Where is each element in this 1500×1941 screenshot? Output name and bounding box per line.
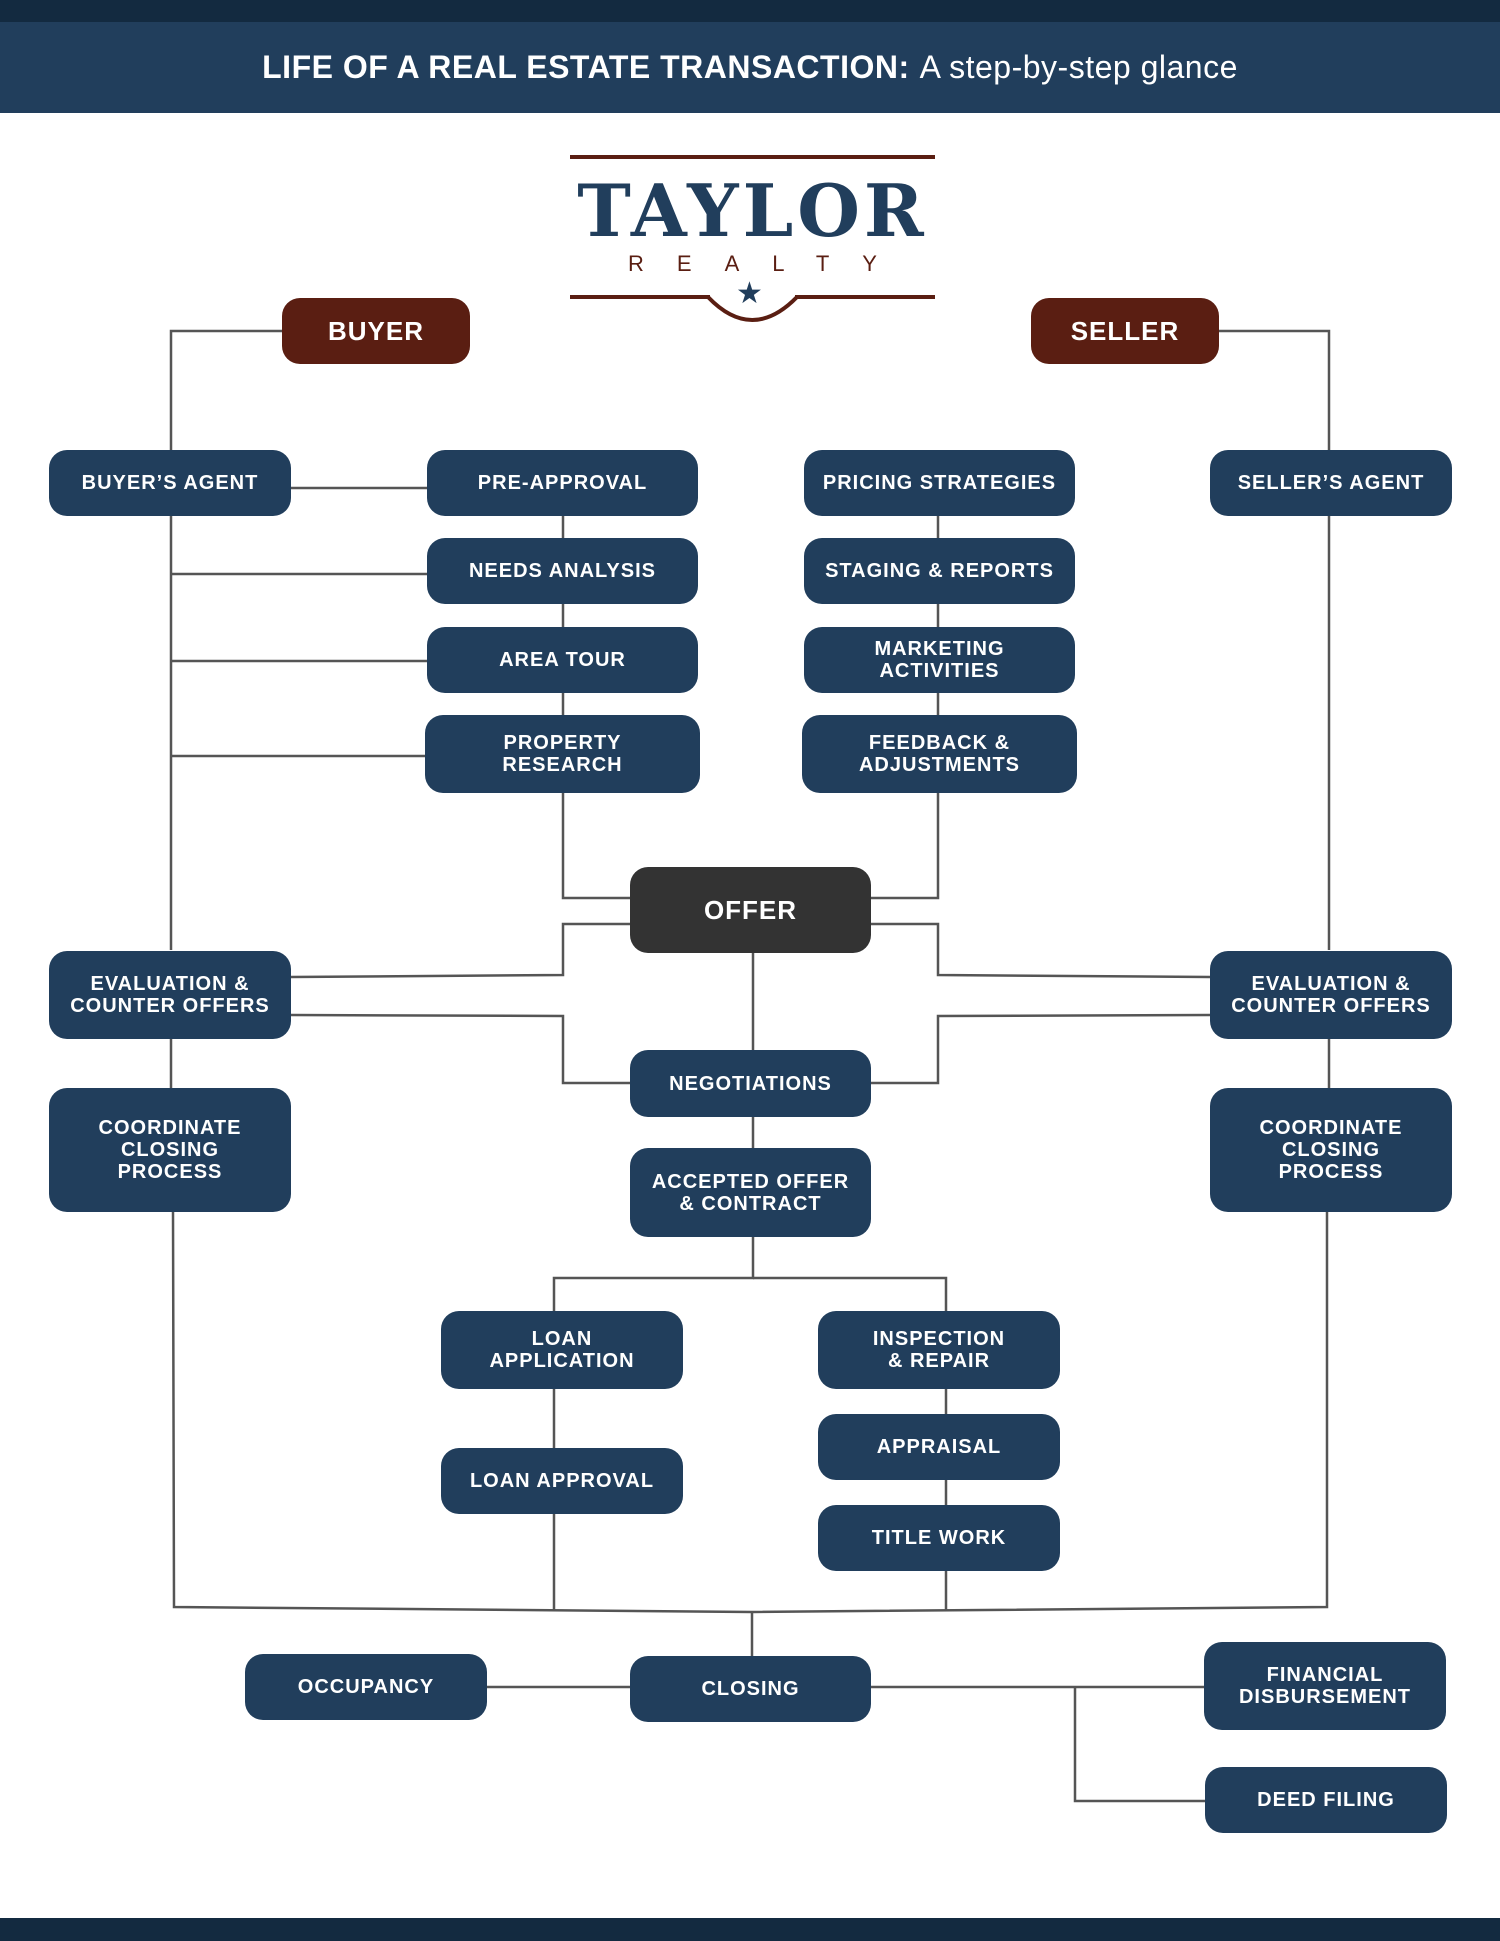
logo-bottom-rule-right xyxy=(795,295,935,299)
logo-top-rule xyxy=(570,155,935,159)
seller-node: SELLER xyxy=(1031,298,1219,364)
deed-filing-node: DEED FILING xyxy=(1205,1767,1447,1833)
marketing-activities-node: MARKETING ACTIVITIES xyxy=(804,627,1075,693)
buyer-evaluation-node: EVALUATION & COUNTER OFFERS xyxy=(49,951,291,1039)
logo-name: TAYLOR xyxy=(577,168,928,253)
taylor-realty-logo: TAYLOR REALTY ★ xyxy=(570,155,935,325)
logo-bottom-rule-left xyxy=(570,295,710,299)
negotiations-node: NEGOTIATIONS xyxy=(630,1050,871,1117)
loan-application-node: LOAN APPLICATION xyxy=(441,1311,683,1389)
page-header: LIFE OF A REAL ESTATE TRANSACTION: A ste… xyxy=(0,22,1500,113)
header-title-light: A step-by-step glance xyxy=(919,49,1238,85)
seller-coordinate-closing-node: COORDINATE CLOSING PROCESS xyxy=(1210,1088,1452,1212)
accepted-offer-node: ACCEPTED OFFER & CONTRACT xyxy=(630,1148,871,1237)
area-tour-node: AREA TOUR xyxy=(427,627,698,693)
seller-evaluation-node: EVALUATION & COUNTER OFFERS xyxy=(1210,951,1452,1039)
staging-reports-node: STAGING & REPORTS xyxy=(804,538,1075,604)
header-title-bold: LIFE OF A REAL ESTATE TRANSACTION: xyxy=(262,49,910,85)
appraisal-node: APPRAISAL xyxy=(818,1414,1060,1480)
property-research-node: PROPERTY RESEARCH xyxy=(425,715,700,793)
bottom-border xyxy=(0,1918,1500,1941)
star-icon: ★ xyxy=(736,277,763,310)
pricing-strategies-node: PRICING STRATEGIES xyxy=(804,450,1075,516)
offer-node: OFFER xyxy=(630,867,871,953)
buyer-node: BUYER xyxy=(282,298,470,364)
pre-approval-node: PRE-APPROVAL xyxy=(427,450,698,516)
title-work-node: TITLE WORK xyxy=(818,1505,1060,1571)
buyers-agent-node: BUYER’S AGENT xyxy=(49,450,291,516)
needs-analysis-node: NEEDS ANALYSIS xyxy=(427,538,698,604)
buyer-coordinate-closing-node: COORDINATE CLOSING PROCESS xyxy=(49,1088,291,1212)
logo-arc xyxy=(706,295,799,322)
financial-disbursement-node: FINANCIAL DISBURSEMENT xyxy=(1204,1642,1446,1730)
occupancy-node: OCCUPANCY xyxy=(245,1654,487,1720)
top-border xyxy=(0,0,1500,22)
feedback-adjustments-node: FEEDBACK & ADJUSTMENTS xyxy=(802,715,1077,793)
sellers-agent-node: SELLER’S AGENT xyxy=(1210,450,1452,516)
closing-node: CLOSING xyxy=(630,1656,871,1722)
logo-subtitle: REALTY xyxy=(628,251,910,276)
inspection-repair-node: INSPECTION & REPAIR xyxy=(818,1311,1060,1389)
loan-approval-node: LOAN APPROVAL xyxy=(441,1448,683,1514)
